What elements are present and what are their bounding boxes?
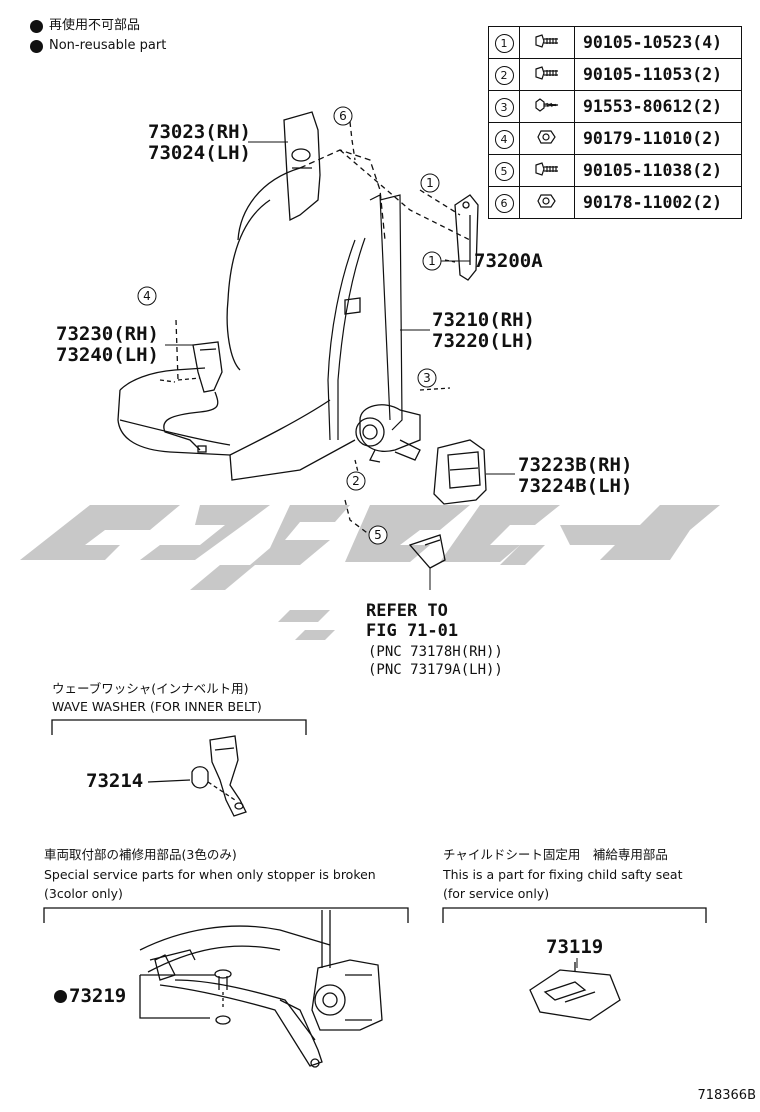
fastener-part-number: 90178-11002(2) — [574, 186, 742, 219]
fastener-part-number: 90105-10523(4) — [574, 26, 742, 59]
callout-number: 5 — [494, 162, 514, 181]
legend-jp-text: 再使用不可部品 — [49, 18, 141, 33]
label-73224b: 73224B(LH) — [518, 475, 633, 497]
fastener-row: 1 90105-10523(4) — [488, 26, 742, 59]
svg-text:2: 2 — [352, 474, 360, 488]
callout-number: 4 — [494, 130, 514, 149]
refer-to-line1: REFER TO — [366, 601, 448, 621]
special-service-subtitle: (3color only) — [44, 886, 123, 901]
label-73024: 73024(LH) — [148, 142, 251, 164]
callout-4-top: 4 — [137, 286, 157, 306]
label-73119: 73119 — [546, 936, 604, 958]
label-73210: 73210(RH) — [432, 309, 535, 331]
legend-nonreusable-jp: 再使用不可部品 — [30, 18, 140, 34]
legend-en-text: Non-reusable part — [49, 38, 167, 53]
child-seat-title-en: This is a part for fixing child safty se… — [443, 867, 683, 882]
label-73223b: 73223B(RH) — [518, 454, 633, 476]
child-seat-title-jp: チャイルドシート固定用 補給専用部品 — [443, 847, 668, 862]
watermark-logo — [20, 505, 720, 640]
special-service-title-en: Special service parts for when only stop… — [44, 867, 376, 882]
fastener-number-cell: 1 — [488, 26, 520, 59]
callout-number: 3 — [494, 98, 514, 117]
svg-text:6: 6 — [339, 109, 347, 123]
fastener-row: 3 91553-80612(2) — [488, 90, 742, 123]
legend-nonreusable-en: Non-reusable part — [30, 38, 166, 54]
filled-dot-icon — [30, 39, 43, 53]
svg-text:1: 1 — [428, 254, 436, 268]
fastener-part-number: 90179-11010(2) — [574, 122, 742, 155]
label-73214: 73214 — [86, 770, 144, 792]
fastener-part-number: 90105-11038(2) — [574, 154, 742, 187]
label-73200a: 73200A — [474, 250, 543, 272]
label-73219-text: 73219 — [69, 985, 127, 1007]
svg-text:3: 3 — [423, 371, 431, 385]
callout-6: 6 — [333, 106, 353, 126]
wave-washer-title-jp: ウェーブワッシャ(インナベルト用) — [52, 681, 249, 696]
figure-code: 718366B — [697, 1088, 756, 1103]
svg-text:4: 4 — [143, 289, 151, 303]
callout-1-anchor: 1 — [422, 251, 442, 271]
callout-5: 5 — [368, 525, 388, 545]
label-73230: 73230(RH) — [56, 323, 159, 345]
refer-pnc-lh: (PNC 73179A(LH)) — [368, 662, 503, 678]
fastener-row: 6 90178-11002(2) — [488, 186, 742, 219]
svg-text:1: 1 — [426, 176, 434, 190]
wave-washer-title-en: WAVE WASHER (FOR INNER BELT) — [52, 699, 262, 714]
callout-3: 3 — [417, 368, 437, 388]
fastener-part-number: 90105-11053(2) — [574, 58, 742, 91]
fastener-number-cell: 6 — [488, 186, 520, 219]
svg-text:5: 5 — [374, 528, 382, 542]
callout-number: 1 — [494, 34, 514, 53]
callout-1-top: 1 — [420, 173, 440, 193]
label-73220: 73220(LH) — [432, 330, 535, 352]
refer-to-line2: FIG 71-01 — [366, 621, 459, 641]
fastener-part-number: 91553-80612(2) — [574, 90, 742, 123]
special-service-title-jp: 車両取付部の補修用部品(3色のみ) — [44, 847, 237, 862]
fastener-row: 2 90105-11053(2) — [488, 58, 742, 91]
child-seat-subtitle: (for service only) — [443, 886, 550, 901]
fastener-table: 1 90105-10523(4) 2 90105-11053(2) 3 91553-806… — [488, 26, 742, 219]
label-73023: 73023(RH) — [148, 121, 251, 143]
label-73219: 73219 — [54, 986, 126, 1007]
bolt-icon — [519, 58, 575, 91]
bolt-icon — [519, 154, 575, 187]
callout-2-top: 2 — [346, 471, 366, 491]
nonreusable-dot-icon — [54, 990, 67, 1003]
filled-dot-icon — [30, 19, 43, 33]
refer-pnc-rh: (PNC 73178H(RH)) — [368, 644, 503, 660]
callout-number: 2 — [494, 66, 514, 85]
label-73240: 73240(LH) — [56, 344, 159, 366]
nut-icon — [519, 122, 575, 155]
callout-number: 6 — [494, 194, 514, 213]
fastener-row: 4 90179-11010(2) — [488, 122, 742, 155]
